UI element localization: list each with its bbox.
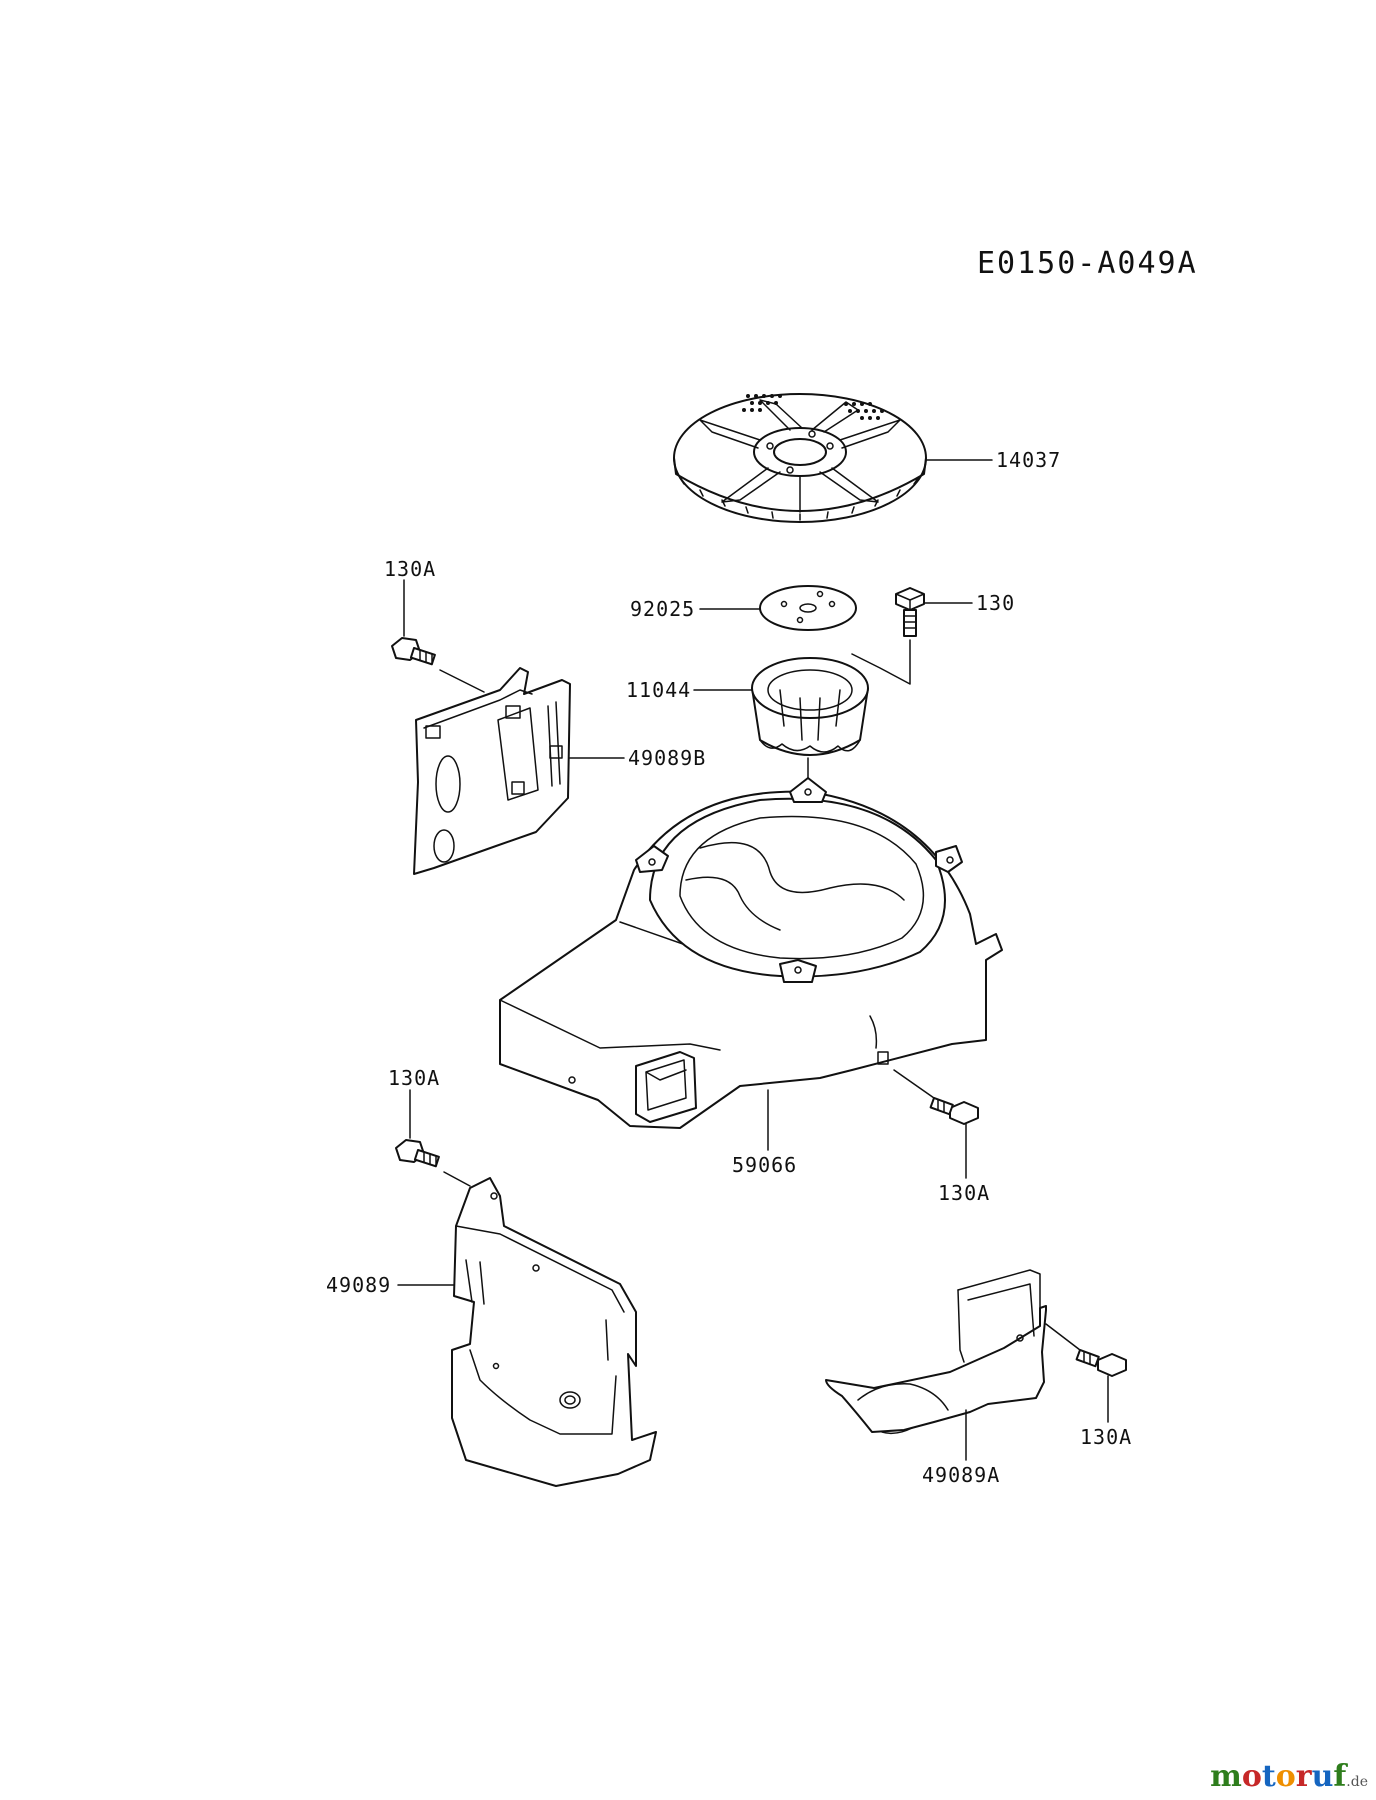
pulley-cup-11044[interactable]	[751, 657, 869, 756]
cover-49089[interactable]	[451, 1177, 657, 1487]
blower-housing-59066[interactable]	[499, 777, 1003, 1129]
watermark-logo: motoruf.de	[1210, 1759, 1368, 1794]
label-130a-bottom: 130A	[1080, 1425, 1132, 1449]
label-11044: 11044	[626, 678, 691, 702]
label-92025: 92025	[630, 597, 695, 621]
vent-holes-right	[844, 402, 884, 420]
cover-49089a[interactable]	[825, 1269, 1047, 1435]
plate-92025[interactable]	[759, 585, 857, 631]
cooling-screen-14037[interactable]	[673, 393, 927, 523]
label-130a-top: 130A	[384, 557, 436, 581]
label-49089: 49089	[326, 1273, 391, 1297]
bolt-130[interactable]	[895, 587, 925, 637]
bracket-49089b[interactable]	[413, 667, 571, 875]
label-49089a: 49089A	[922, 1463, 1000, 1487]
label-14037: 14037	[996, 448, 1061, 472]
vent-holes-left	[742, 394, 782, 412]
bolt-130a-bottom[interactable]	[1075, 1348, 1127, 1377]
bolt-130a-top[interactable]	[391, 637, 436, 666]
label-130: 130	[976, 591, 1015, 615]
diagram-code: E0150-A049A	[977, 246, 1198, 281]
watermark-tld: .de	[1346, 1774, 1368, 1790]
bolt-130a-mid-left[interactable]	[395, 1139, 440, 1168]
label-130a-mid-left: 130A	[388, 1066, 440, 1090]
label-59066: 59066	[732, 1153, 797, 1177]
label-49089b: 49089B	[628, 746, 706, 770]
bolt-130a-mid-right[interactable]	[929, 1096, 979, 1125]
label-130a-mid-right: 130A	[938, 1181, 990, 1205]
